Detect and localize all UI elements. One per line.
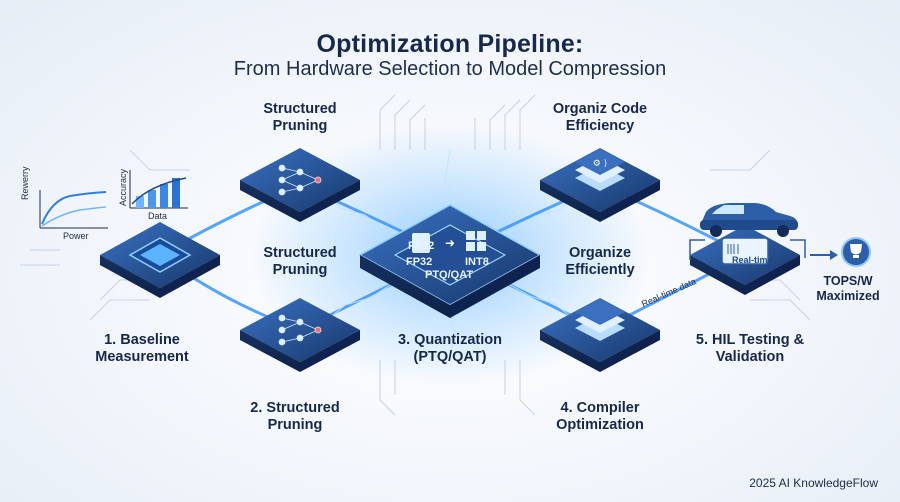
document-icon <box>412 233 430 253</box>
chip-to-precision: INT8 <box>465 256 489 268</box>
baseline-chip <box>100 222 220 298</box>
pruning-chip-top <box>240 148 360 222</box>
pruning-chip-bottom <box>240 298 360 372</box>
compiler-chip <box>540 298 660 372</box>
chip-method: PTQ/QAT <box>425 269 474 281</box>
car-icon <box>700 203 798 237</box>
gear-icon: ⚙ ⟩ <box>593 159 607 169</box>
hil-screen-label: Real-time <box>732 255 773 265</box>
label-step-5: 5. HIL Testing &Validation <box>695 332 805 365</box>
label-step-3: 3. Quantization(PTQ/QAT) <box>398 332 502 365</box>
page-title: Optimization Pipeline: <box>316 30 584 58</box>
arrow-right-icon <box>830 250 838 260</box>
arrow-right-icon: ➜ <box>445 236 455 250</box>
chip-from-precision: FP32 <box>408 240 435 252</box>
mini-chart-power <box>39 190 108 229</box>
mini-chart-b-xlabel: Data <box>148 211 168 221</box>
hil-chip <box>690 225 800 295</box>
page-subtitle: From Hardware Selection to Model Compres… <box>233 58 667 80</box>
grid-icon <box>466 231 486 251</box>
mini-chart-a-ylabel: Rewerry <box>20 166 30 200</box>
chip-from-sub: FP32 <box>406 256 433 268</box>
code-efficiency-chip: ⚙ ⟩ <box>540 148 660 222</box>
trophy-icon <box>841 237 871 267</box>
quantization-chip: ➜ <box>358 204 542 318</box>
mini-chart-accuracy <box>129 170 188 209</box>
mini-chart-b-ylabel: Accuracy <box>118 168 128 206</box>
mini-chart-a-xlabel: Power <box>63 231 89 241</box>
footer-credit: 2025 AI KnowledgeFlow <box>749 476 878 490</box>
